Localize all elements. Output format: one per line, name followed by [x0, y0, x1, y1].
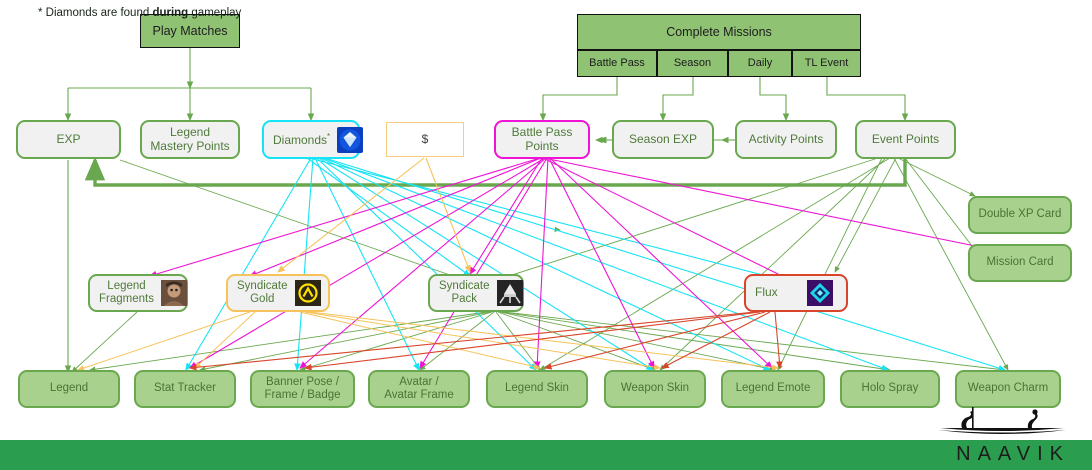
item-syndicate-gold-label: Syndicate Gold — [237, 279, 288, 305]
syndicate-pack-icon — [496, 280, 523, 306]
item-flux[interactable]: Flux — [744, 274, 848, 312]
reward-legend[interactable]: Legend — [18, 370, 120, 408]
mission-tab-tl-event-label: TL Event — [804, 57, 849, 70]
reward-holo-spray-label: Holo Spray — [861, 382, 919, 395]
reward-weapon-charm[interactable]: Weapon Charm — [955, 370, 1061, 408]
mission-tab-daily-label: Daily — [747, 57, 773, 70]
item-syndicate-pack[interactable]: Syndicate Pack — [428, 274, 524, 312]
legend-portrait-icon — [160, 280, 187, 306]
mission-tab-season-label: Season — [673, 57, 712, 70]
currency-legend-mastery-points[interactable]: Legend Mastery Points — [140, 120, 240, 159]
mission-tab-tl-event[interactable]: TL Event — [792, 50, 861, 77]
source-play-matches[interactable]: Play Matches — [140, 14, 240, 48]
footer-bar — [0, 440, 1092, 470]
reward-weapon-skin-label: Weapon Skin — [620, 382, 690, 395]
footnote-bold: during — [152, 7, 189, 19]
currency-battle-pass-points[interactable]: Battle Pass Points — [494, 120, 590, 159]
currency-legend-mastery-points-label: Legend Mastery Points — [150, 124, 230, 153]
reward-legend-label: Legend — [49, 382, 89, 395]
brand-wordmark: NAAVIK — [956, 443, 1070, 465]
currency-diamonds-label: Diamonds* — [273, 131, 331, 147]
reward-weapon-charm-label: Weapon Charm — [967, 382, 1049, 395]
mission-tab-season[interactable]: Season — [657, 50, 728, 77]
footnote-suffix: gameplay — [188, 7, 242, 19]
reward-legend-skin[interactable]: Legend Skin — [486, 370, 588, 408]
flux-gem-icon — [806, 280, 833, 306]
reward-banner-pose[interactable]: Banner Pose / Frame / Badge — [250, 370, 355, 408]
reward-legend-emote-label: Legend Emote — [735, 382, 811, 395]
currency-money[interactable]: $ — [386, 122, 464, 157]
currency-event-points-label: Event Points — [871, 131, 940, 146]
reward-double-xp-card[interactable]: Double XP Card — [968, 196, 1072, 234]
footnote-prefix: * Diamonds are found — [38, 7, 153, 19]
item-legend-fragments-label: Legend Fragments — [99, 279, 154, 305]
currency-exp-label: EXP — [56, 131, 81, 146]
currency-diamonds[interactable]: Diamonds* — [262, 120, 364, 159]
reward-double-xp-card-label: Double XP Card — [978, 208, 1062, 221]
reward-legend-emote[interactable]: Legend Emote — [721, 370, 825, 408]
currency-season-exp-label: Season EXP — [628, 131, 698, 146]
mission-tab-battle-pass[interactable]: Battle Pass — [577, 50, 657, 77]
reward-avatar[interactable]: Avatar / Avatar Frame — [368, 370, 470, 408]
reward-legend-skin-label: Legend Skin — [505, 382, 569, 395]
item-flux-label: Flux — [755, 285, 778, 300]
currency-activity-points[interactable]: Activity Points — [735, 120, 837, 159]
currency-battle-pass-points-label: Battle Pass Points — [511, 124, 573, 153]
reward-avatar-label: Avatar / Avatar Frame — [384, 375, 454, 401]
reward-holo-spray[interactable]: Holo Spray — [840, 370, 940, 408]
currency-season-exp[interactable]: Season EXP — [612, 120, 714, 159]
item-legend-fragments[interactable]: Legend Fragments — [88, 274, 188, 312]
diamond-gem-icon — [337, 126, 364, 153]
reward-mission-card[interactable]: Mission Card — [968, 244, 1072, 282]
currency-exp[interactable]: EXP — [16, 120, 121, 159]
syndicate-gold-icon — [294, 280, 321, 306]
reward-stat-tracker[interactable]: Stat Tracker — [134, 370, 236, 408]
currency-activity-points-label: Activity Points — [748, 131, 824, 146]
reward-mission-card-label: Mission Card — [986, 256, 1054, 269]
item-syndicate-gold[interactable]: Syndicate Gold — [226, 274, 330, 312]
source-play-matches-label: Play Matches — [152, 23, 228, 38]
reward-stat-tracker-label: Stat Tracker — [154, 382, 216, 395]
mission-tab-daily[interactable]: Daily — [728, 50, 792, 77]
reward-weapon-skin[interactable]: Weapon Skin — [604, 370, 706, 408]
source-complete-missions-label: Complete Missions — [666, 24, 772, 39]
source-complete-missions[interactable]: Complete Missions — [577, 14, 861, 50]
mission-tab-battle-pass-label: Battle Pass — [589, 57, 645, 70]
currency-money-label: $ — [421, 131, 429, 146]
footnote-text: * Diamonds are found during gameplay — [38, 7, 241, 19]
reward-banner-pose-label: Banner Pose / Frame / Badge — [264, 375, 341, 401]
item-syndicate-pack-label: Syndicate Pack — [439, 279, 490, 305]
naavik-boat-logo — [938, 407, 1066, 434]
currency-event-points[interactable]: Event Points — [855, 120, 956, 159]
